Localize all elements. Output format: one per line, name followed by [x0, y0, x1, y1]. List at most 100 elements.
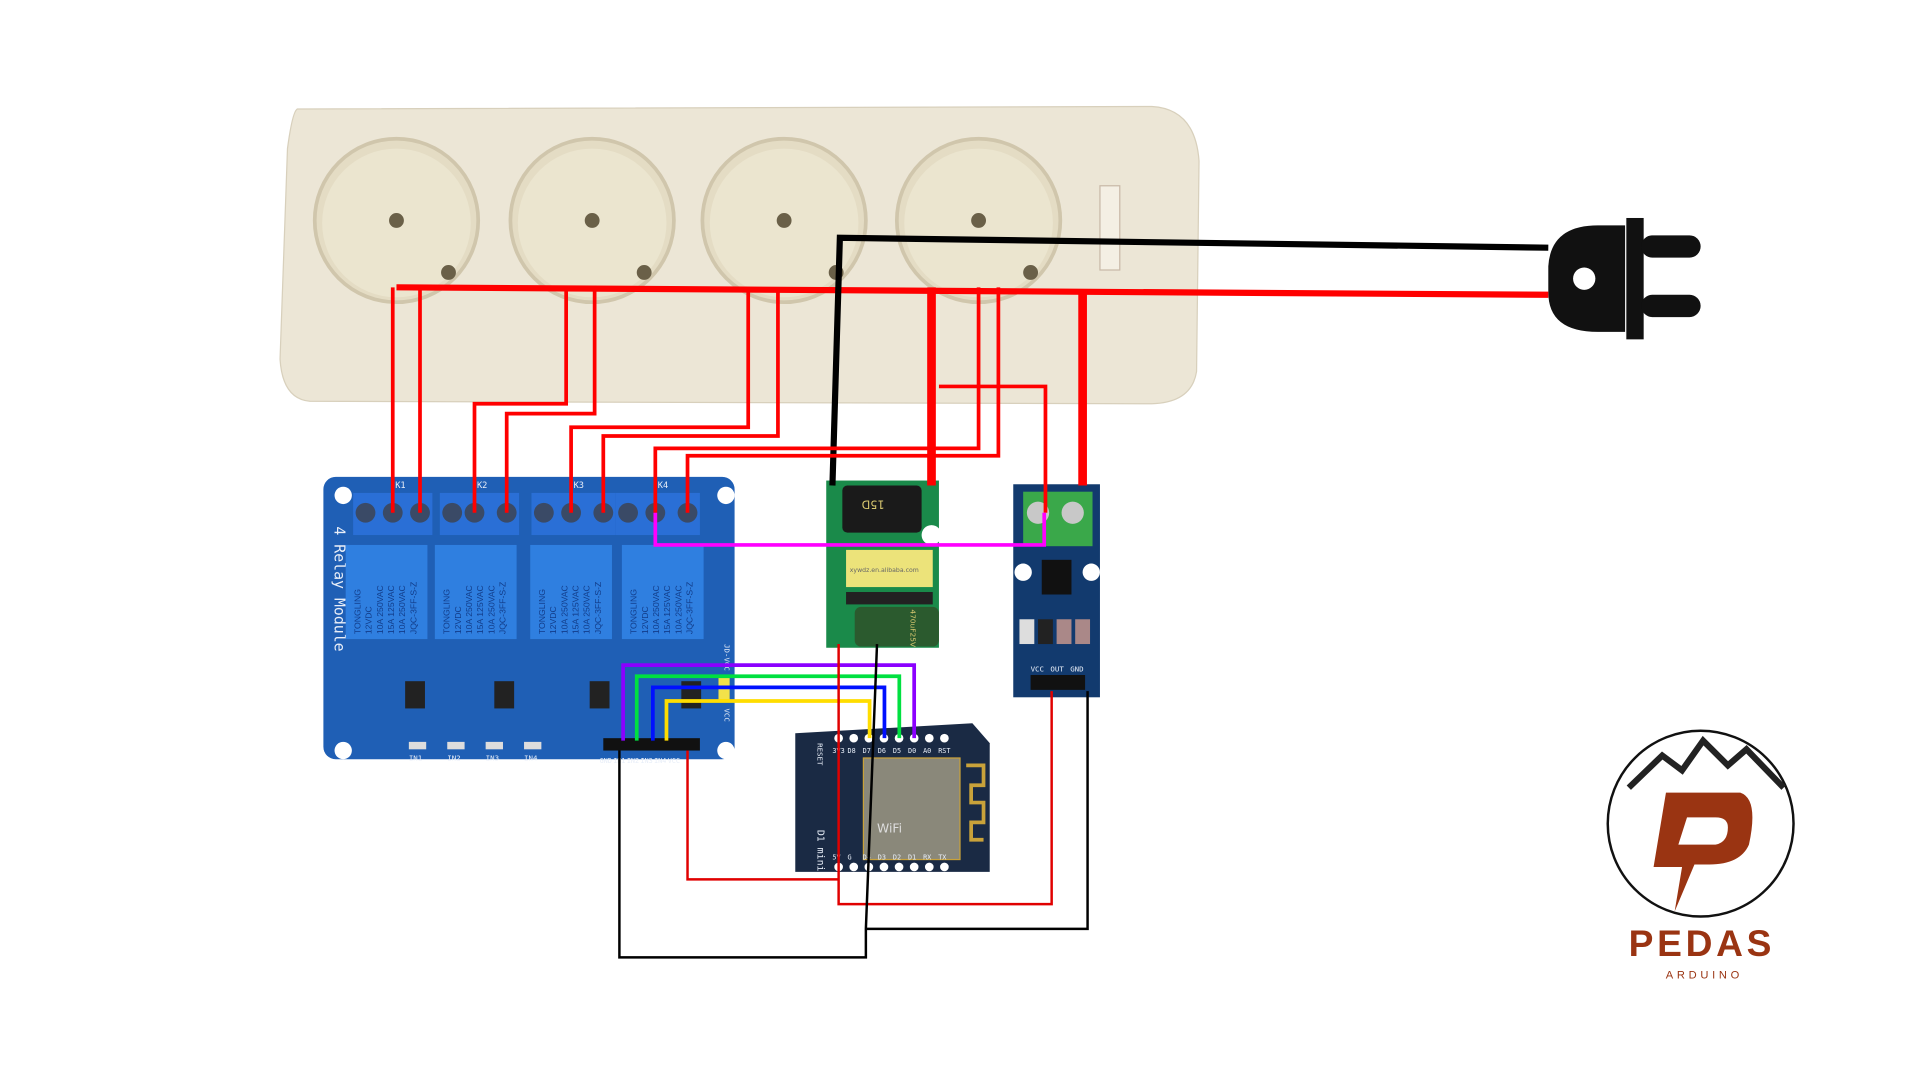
bottom-pin-label: D4 [863, 854, 871, 862]
pin-hole [924, 733, 934, 743]
relay-text: 15A 125VAC [475, 585, 485, 634]
socket-hole [1023, 265, 1039, 280]
top-pin-label: A0 [923, 747, 931, 755]
relay-text: 12VDC [364, 606, 374, 634]
switched-wire [653, 512, 1047, 547]
relay [530, 544, 612, 640]
socket-hole [584, 213, 600, 228]
led [485, 741, 503, 750]
relay-module-title: 4 Relay Module [331, 526, 349, 651]
socket-hole [441, 265, 456, 280]
led-label: IN4 [524, 753, 538, 762]
relay-text: 15A 125VAC [386, 585, 396, 634]
vcc-wire [837, 644, 1053, 906]
gnd-wire [618, 643, 879, 959]
top-pin-label: D0 [908, 747, 916, 755]
led-label: IN2 [447, 753, 460, 762]
relay-text: JQC-3FF-S-Z [593, 581, 603, 634]
live-wire [396, 284, 1549, 298]
led [408, 741, 427, 750]
relay-text: JQC-3FF-S-Z [497, 581, 507, 634]
acs-pin-label: GND [1070, 664, 1084, 673]
bottom-pin-label: TX [938, 854, 947, 862]
relay-text: 10A 250VAC [464, 585, 474, 634]
in1-wire [621, 663, 917, 741]
acs-pin-label: VCC [1031, 664, 1044, 673]
live-wire [504, 287, 597, 513]
relay-text: TONGLING [442, 589, 452, 634]
terminal-screw [442, 502, 463, 523]
header-pin-label: GND [600, 757, 612, 765]
live-wire [472, 287, 569, 513]
acdc-module: 15D xywdz.en.alibaba.com 470uF25V [826, 480, 942, 648]
top-pin-label: D6 [878, 747, 886, 755]
cap2-label: 470uF25V [908, 609, 917, 648]
relay-channel-label: K1 [395, 481, 405, 491]
pedas-logo: PEDAS ARDUINO [1606, 729, 1795, 981]
pin-hole [849, 862, 859, 872]
terminal-screw [533, 502, 554, 523]
pin-hole [940, 733, 949, 743]
live-wire [653, 287, 981, 513]
cap1-label: 15D [862, 497, 885, 510]
pin-hole [894, 862, 904, 872]
pin-hole [879, 862, 889, 872]
vcc-jumper-label: VCC [723, 708, 732, 721]
relay-channel-label: K3 [574, 481, 584, 491]
socket-hole [389, 213, 404, 228]
relay-text: 10A 250VAC [651, 585, 661, 634]
bottom-pin-label: D3 [878, 854, 886, 862]
live-wire [938, 384, 1048, 513]
relay-text: 15A 125VAC [571, 585, 581, 634]
pin-hole [924, 862, 934, 872]
socket-hole [636, 265, 652, 280]
relay-text: JQC-3FF-S-Z [684, 581, 694, 634]
jdvcc-label: JD-VCC [723, 644, 732, 671]
relay-text: TONGLING [537, 589, 547, 634]
terminal-screw [618, 502, 638, 523]
relay-channel-label: K4 [658, 481, 668, 491]
relay-text: 10A 250VAC [375, 585, 385, 634]
live-wire [601, 287, 780, 513]
plug-icon [1548, 217, 1701, 340]
socket-hole [971, 213, 987, 228]
board-label: D1 mini [815, 830, 826, 872]
led-label: IN1 [409, 753, 422, 762]
top-pin-label: RST [938, 747, 950, 755]
bottom-pin-label: D1 [908, 854, 916, 862]
transformer-label: xywdz.en.alibaba.com [850, 567, 919, 574]
top-pin-label: D8 [848, 747, 856, 755]
logo-name: PEDAS [1629, 922, 1776, 964]
led [447, 741, 465, 750]
relay-channel-label: K2 [477, 481, 487, 491]
led [524, 741, 542, 750]
relay-text: TONGLING [353, 589, 363, 634]
optocoupler [494, 681, 515, 709]
bottom-pin-label: RX [923, 854, 932, 862]
logo-tagline: ARDUINO [1666, 969, 1743, 981]
relay [621, 544, 704, 640]
optocoupler [405, 681, 425, 709]
bottom-pin-label: 5V [832, 854, 840, 862]
bottom-pin-label: G [848, 854, 852, 862]
header-pin-label: IN3 [640, 757, 652, 765]
in4-wire [664, 699, 872, 741]
power-strip [279, 105, 1200, 405]
relay-text: JQC-3FF-S-Z [408, 581, 418, 634]
terminal-screw [355, 502, 376, 523]
relay [434, 544, 517, 640]
relay-text: 12VDC [640, 606, 650, 634]
relay-text: 10A 250VAC [559, 585, 569, 634]
header-pin-label: IN2 [627, 757, 639, 765]
led-label: IN3 [486, 753, 499, 762]
relay-text: 10A 250VAC [673, 585, 683, 634]
pin-hole [909, 862, 919, 872]
optocoupler [681, 681, 702, 709]
optocoupler [589, 681, 610, 709]
gnd-wire [865, 691, 1089, 931]
relay-text: 10A 250VAC [486, 585, 496, 634]
in2-wire [634, 674, 902, 741]
